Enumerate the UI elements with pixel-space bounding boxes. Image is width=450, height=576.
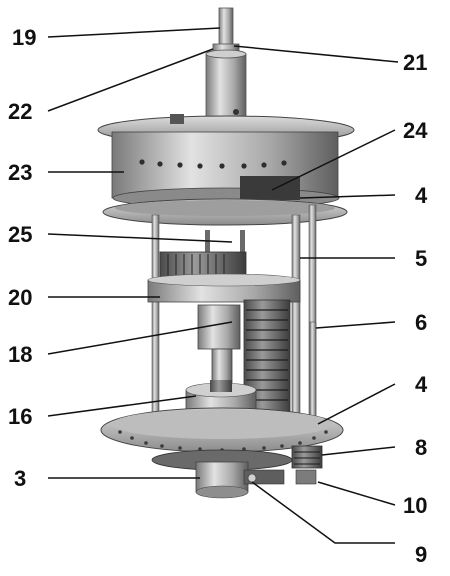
label-9: 9 [415,542,428,567]
label-18: 18 [8,342,33,367]
label-22: 22 [8,99,33,124]
label-4-upper: 4 [415,183,428,208]
upper-flange [102,198,348,226]
label-24: 24 [403,118,428,143]
leader-lines [47,27,399,544]
label-3: 3 [14,466,27,491]
spindle-shaft [212,7,240,55]
label-10: 10 [403,493,428,518]
label-6: 6 [415,310,428,335]
base-flange [100,407,344,453]
label-4-lower: 4 [415,372,428,397]
label-5: 5 [415,246,428,271]
label-8: 8 [415,435,428,460]
middle-plate [147,273,301,303]
label-16: 16 [8,404,33,429]
central-block [197,304,241,386]
housing-drum [97,114,355,209]
lower-drive [151,445,323,499]
label-23: 23 [8,160,33,185]
label-19: 19 [12,25,37,50]
label-20: 20 [8,285,33,310]
label-21: 21 [403,50,428,75]
side-rod [309,321,317,423]
label-25: 25 [8,222,33,247]
